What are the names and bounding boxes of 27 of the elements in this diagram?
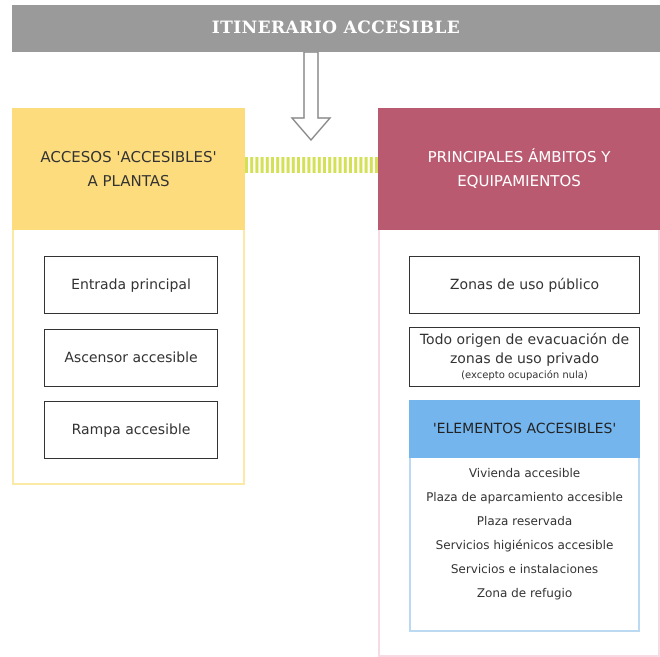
- list-item: Servicios e instalaciones: [450, 562, 598, 577]
- item-box: [44, 401, 218, 459]
- panel-heading: ACCESOS 'ACCESIBLES' A PLANTAS: [39, 147, 218, 192]
- list-box: [409, 400, 640, 632]
- item-box: [409, 327, 640, 387]
- list-item: Plaza de aparcamiento accesible: [426, 490, 623, 505]
- item-text: Todo origen de evacuación de zonas de uso privado: [418, 331, 630, 369]
- item-text: Zonas de uso público: [450, 276, 600, 294]
- item-text: Ascensor accesible: [64, 348, 198, 368]
- item-text: Entrada principal: [71, 276, 191, 294]
- panel-heading: PRINCIPALES ÁMBITOS Y EQUIPAMIENTOS: [426, 147, 612, 192]
- list-item: Servicios higiénicos accesible: [436, 538, 614, 553]
- category-panel: [378, 108, 660, 657]
- item-note: (excepto ocupación nula): [461, 369, 588, 383]
- title-band: [12, 5, 660, 52]
- category-panel: [12, 108, 245, 485]
- item-box: [44, 329, 218, 387]
- list-item: Plaza reservada: [476, 514, 572, 529]
- list-item: Zona de refugio: [476, 586, 572, 601]
- hollow-arrow: [290, 51, 332, 142]
- list-item: Vivienda accesible: [468, 466, 580, 481]
- item-text: Rampa accesible: [72, 420, 190, 440]
- list-heading: 'ELEMENTOS ACCESIBLES': [432, 420, 616, 438]
- hatched-connector: [245, 157, 378, 173]
- item-box: [409, 256, 640, 314]
- title-text: ITINERARIO ACCESIBLE: [212, 16, 460, 40]
- item-box: [44, 256, 218, 314]
